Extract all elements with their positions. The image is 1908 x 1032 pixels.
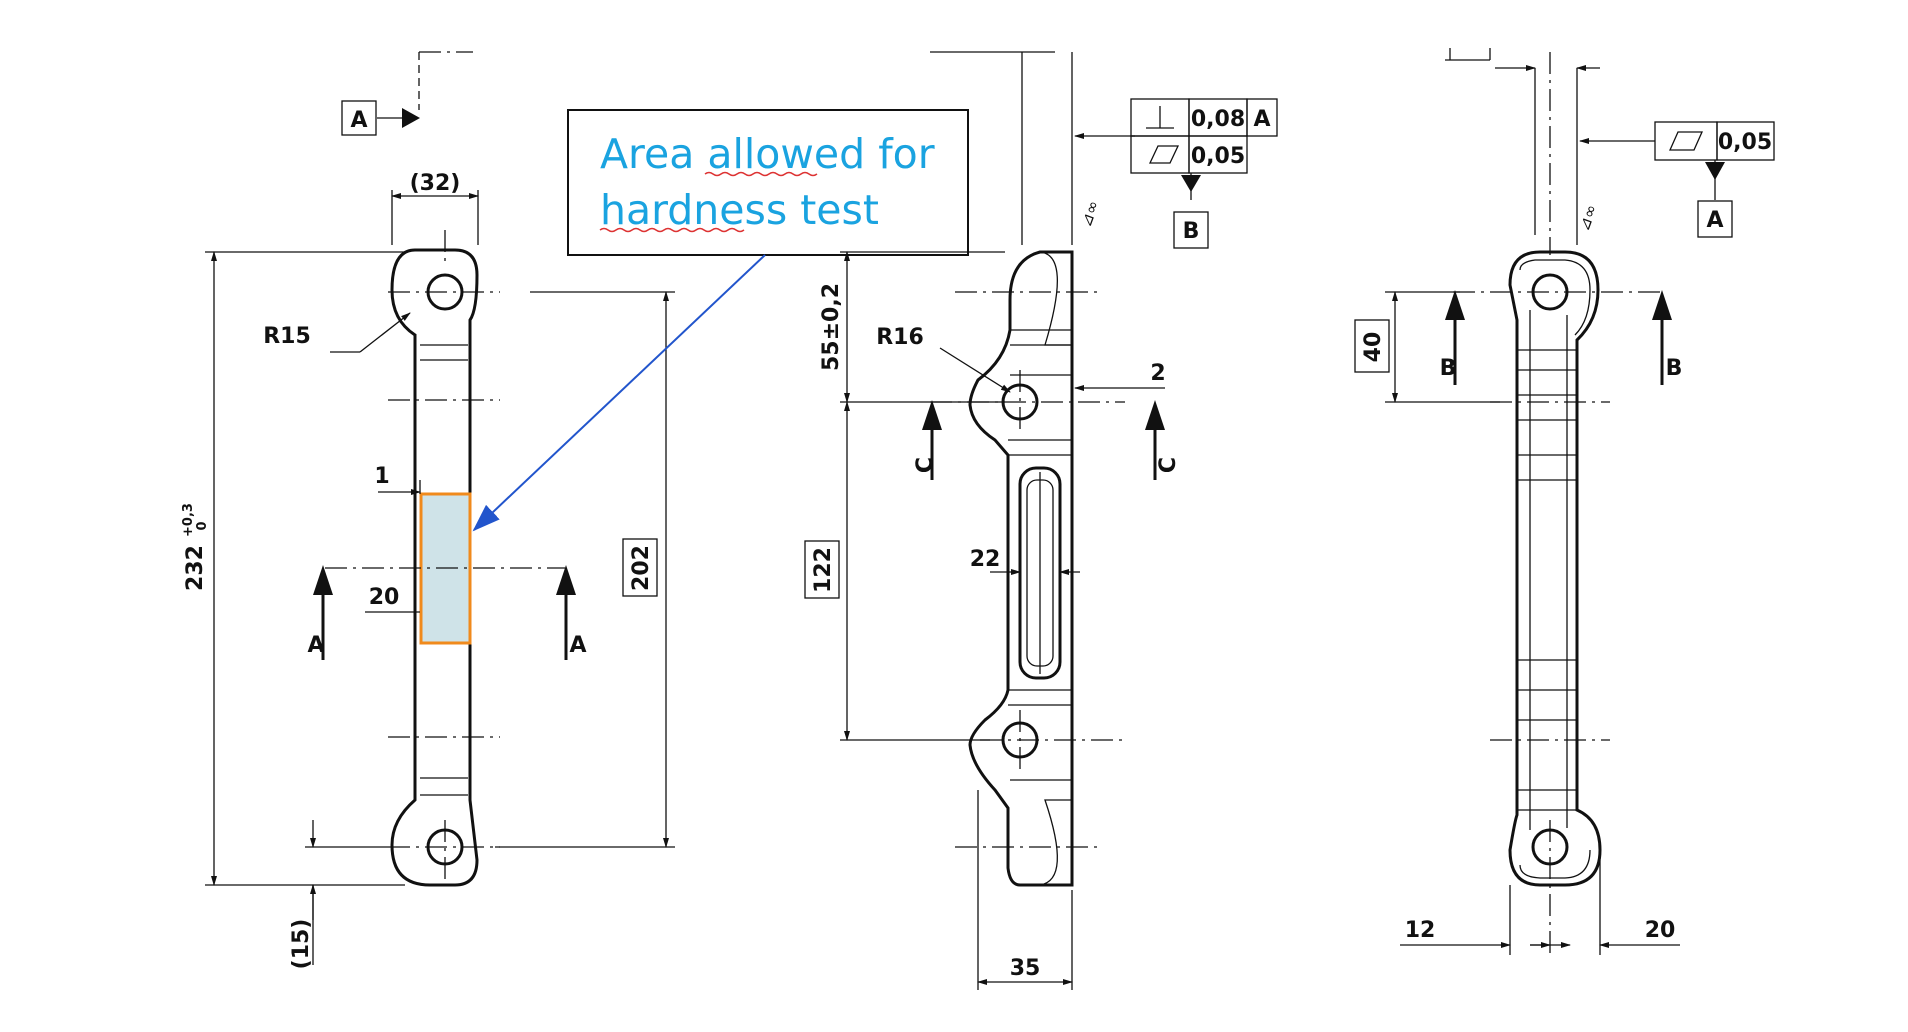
- dim-slot-22: 22: [970, 547, 1001, 572]
- svg-text:⊿∞: ⊿∞: [1076, 198, 1103, 230]
- left-view: A (32) R15 232 +0,3 0 1 20 A A: [181, 51, 675, 970]
- datum-a-label: A: [350, 108, 367, 133]
- dim-gap-2: 2: [1150, 361, 1165, 386]
- flatness-icon: [1668, 131, 1704, 151]
- dim-r15: R15: [263, 324, 311, 349]
- fcf-middle: 0,08 A 0,05 B: [1130, 98, 1278, 249]
- section-a-right: A: [569, 633, 586, 658]
- svg-text:⊿∞: ⊿∞: [1574, 202, 1601, 234]
- section-c-left: C: [913, 457, 938, 473]
- dim-right-20: 20: [1645, 918, 1676, 943]
- right-part-outline: [1508, 250, 1602, 887]
- section-b-left: B: [1440, 356, 1457, 381]
- callout-arrow: [472, 254, 766, 532]
- dim-total-length: 232: [183, 545, 208, 591]
- section-b-right: B: [1666, 356, 1683, 381]
- fcf-mid-datum-1: A: [1253, 107, 1270, 132]
- dim-height-40: 40: [1361, 332, 1386, 363]
- dim-center-122: 122: [811, 547, 836, 593]
- dim-left-12: 12: [1405, 918, 1436, 943]
- perpendicularity-icon: [1146, 106, 1174, 129]
- callout-line-2: hardness test: [600, 186, 879, 234]
- dim-offset-1: 1: [374, 464, 389, 489]
- section-c-right: C: [1156, 457, 1181, 473]
- datum-b-label: B: [1183, 219, 1200, 244]
- callout-line-1: Area allowed for: [600, 130, 935, 178]
- datum-a-label-right: A: [1706, 208, 1723, 233]
- dim-r16: R16: [876, 325, 924, 350]
- section-a-left: A: [307, 633, 324, 658]
- datum-a-box: [341, 100, 377, 136]
- middle-view: C C R16 2 22 55±0,2 122 35: [804, 51, 1278, 990]
- fcf-mid-tol-1: 0,08: [1191, 107, 1245, 132]
- hardness-callout: Area allowed for hardness test: [472, 109, 969, 532]
- right-view: B B 40 12 20 ⊿∞ 0: [1354, 48, 1775, 955]
- dim-pos-55: 55±0,2: [819, 283, 844, 371]
- fcf-mid-tol-2: 0,05: [1191, 144, 1245, 169]
- dim-center-202: 202: [629, 545, 654, 591]
- dim-total-tol-upper: +0,3: [181, 503, 196, 537]
- callout-box: [567, 109, 969, 256]
- dim-width-32: (32): [410, 171, 461, 196]
- dim-thick-35: 35: [1010, 956, 1041, 981]
- dim-end-15: (15): [289, 919, 314, 970]
- fcf-right-tol: 0,05: [1718, 130, 1772, 155]
- datum-a-box-right: [1697, 200, 1733, 238]
- dim-depth-20: 20: [369, 585, 400, 610]
- fcf-right: 0,05 A: [1654, 121, 1775, 238]
- left-part-outline: [390, 248, 479, 887]
- datum-b-box: [1173, 211, 1209, 249]
- flatness-icon: [1148, 145, 1180, 164]
- dim-total-tol-lower: 0: [195, 521, 210, 530]
